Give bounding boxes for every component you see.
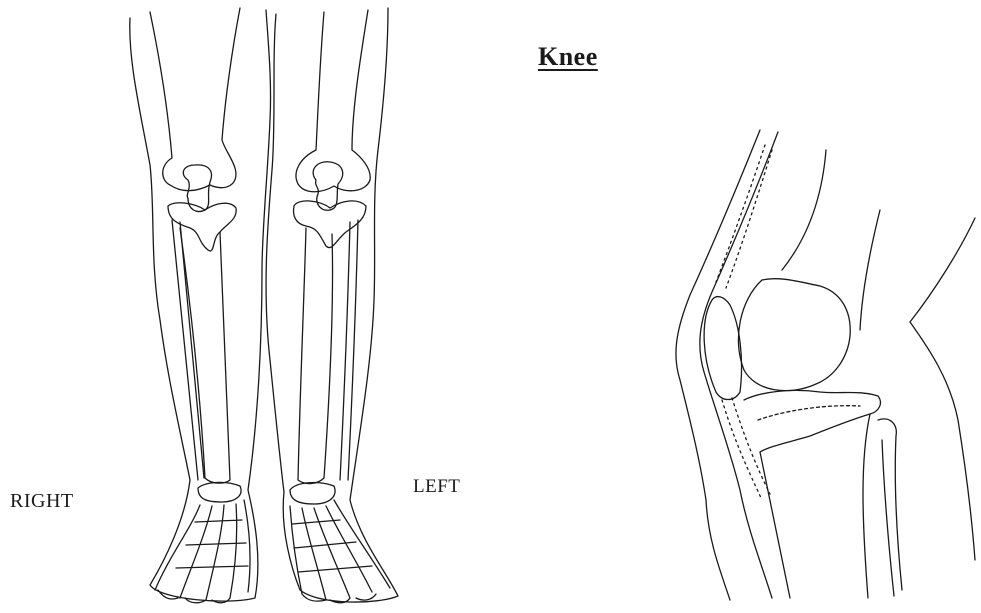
right-foot-bones (155, 500, 250, 603)
right-femur (150, 8, 240, 191)
knee-femur-shaft (782, 150, 880, 330)
left-ankle (290, 483, 335, 504)
knee-tibia-shaft (760, 414, 870, 598)
left-foot-bones (290, 500, 390, 603)
knee-posterior-skin (910, 218, 975, 560)
right-side-label: RIGHT (10, 490, 74, 513)
knee-tibia-plateau-line (758, 406, 860, 420)
knee-patella (704, 297, 741, 400)
patellar-tendon (722, 398, 770, 500)
right-tibia-shaft (180, 228, 230, 483)
left-fibula (340, 220, 358, 480)
knee-side-view-figure (676, 130, 975, 600)
knee-tibia-plateau (744, 390, 880, 452)
knee-fibula (878, 419, 902, 596)
femoral-condyle (738, 279, 850, 391)
left-tibia-shaft (298, 228, 333, 484)
right-leg-outline (130, 10, 271, 601)
knee-anterior-skin (676, 130, 760, 600)
diagram-title: Knee (538, 42, 598, 72)
right-ankle (198, 482, 241, 502)
knee-anterior-skin-inner (700, 132, 778, 598)
right-patella (183, 165, 211, 212)
right-tibia (168, 203, 236, 251)
left-leg-figure (266, 8, 398, 603)
right-fibula (172, 220, 204, 480)
right-leg-figure (130, 8, 271, 603)
left-femur (296, 10, 370, 192)
left-tibia (294, 201, 367, 248)
left-side-label: LEFT (413, 476, 460, 498)
